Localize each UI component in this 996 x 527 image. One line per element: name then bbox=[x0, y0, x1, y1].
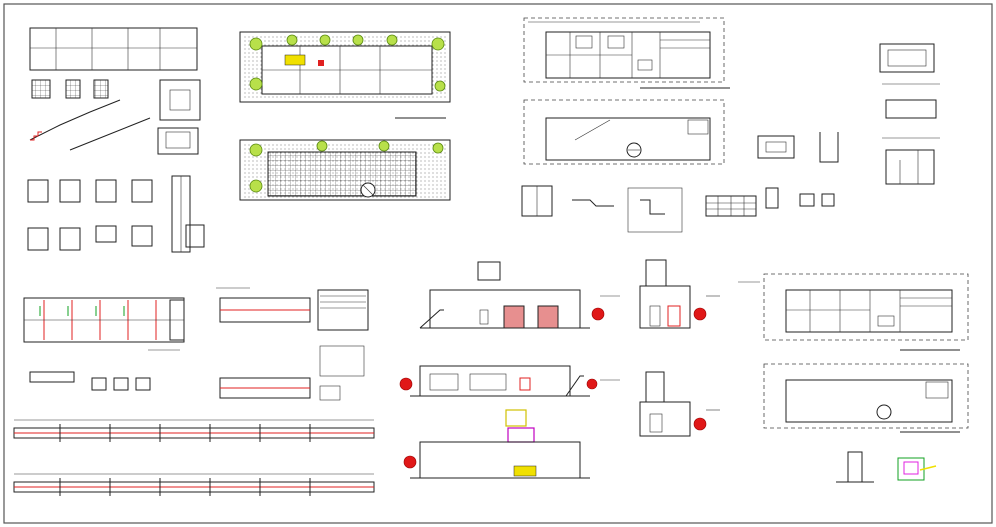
beam-elevation-details bbox=[219, 289, 369, 401]
beam-layout bbox=[23, 297, 185, 391]
sheet-border bbox=[3, 3, 993, 524]
foundation-plan-top bbox=[523, 99, 725, 165]
roof-plan bbox=[239, 139, 451, 201]
bottom-right-details bbox=[836, 451, 937, 483]
section-elevation bbox=[403, 409, 590, 479]
long-beam-sections bbox=[13, 419, 375, 496]
site-plan bbox=[239, 31, 451, 119]
plan-lower-2 bbox=[763, 363, 969, 433]
column-section-details bbox=[757, 132, 839, 163]
floor-plan-top bbox=[523, 17, 730, 89]
front-elevation bbox=[419, 261, 605, 329]
side-elevations bbox=[639, 259, 707, 437]
rear-elevation bbox=[399, 365, 598, 397]
far-right-details bbox=[879, 43, 940, 185]
annotation-leaders bbox=[148, 281, 760, 411]
misc-details-row bbox=[521, 185, 835, 233]
top-left-details bbox=[27, 27, 205, 253]
floor-plan-lower bbox=[763, 273, 969, 351]
